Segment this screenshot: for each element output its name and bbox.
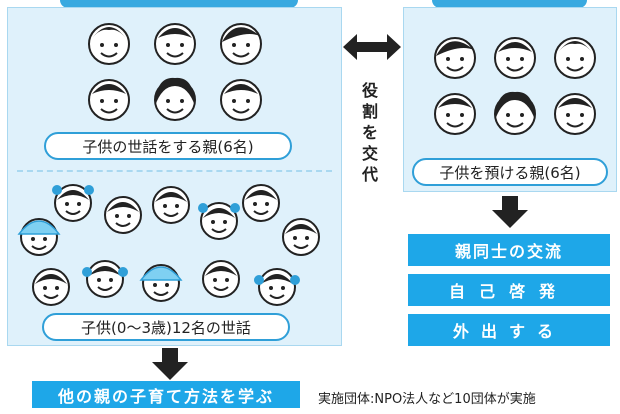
double-arrow-icon <box>343 34 401 64</box>
dashed-divider <box>17 170 332 172</box>
parent-face-icon <box>84 16 134 72</box>
implementing-organizations-note: 実施団体:NPO法人など10団体が実施 <box>318 392 536 407</box>
self-development-button: 自己啓発 <box>408 274 610 306</box>
child-face-icon <box>50 178 96 228</box>
child-face-icon <box>278 212 324 262</box>
child-face-icon <box>16 212 62 262</box>
parent-face-icon <box>150 72 200 128</box>
parent-face-icon <box>430 30 480 86</box>
child-face-icon <box>82 254 128 304</box>
parent-face-icon <box>216 72 266 128</box>
entrusting-parents-label: 子供を預ける親(6名) <box>412 158 608 186</box>
parent-face-icon <box>490 86 540 142</box>
parent-face-icon <box>490 30 540 86</box>
children-label: 子供(0〜3歳)12名の世話 <box>42 313 290 341</box>
child-face-icon <box>138 258 184 308</box>
left-panel-tab <box>60 0 298 8</box>
child-face-icon <box>28 262 74 312</box>
parent-face-icon <box>84 72 134 128</box>
parent-face-icon <box>150 16 200 72</box>
child-face-icon <box>198 254 244 304</box>
parent-face-icon <box>550 30 600 86</box>
parent-face-icon <box>430 86 480 142</box>
parent-exchange-button: 親同士の交流 <box>408 234 610 266</box>
child-face-icon <box>196 196 242 246</box>
parent-face-icon <box>216 16 266 72</box>
learn-parenting-button: 他の親の子育て方法を学ぶ <box>32 381 300 408</box>
go-out-button: 外出する <box>408 314 610 346</box>
caregiver-parents-label: 子供の世話をする親(6名) <box>44 132 292 160</box>
right-panel-tab <box>432 0 587 8</box>
down-arrow-icon <box>492 196 528 232</box>
parent-face-icon <box>550 86 600 142</box>
child-face-icon <box>254 262 300 312</box>
child-face-icon <box>238 178 284 228</box>
child-face-icon <box>100 190 146 240</box>
exchange-roles-label: 役割を交代 <box>361 81 378 184</box>
down-arrow-icon <box>152 348 188 384</box>
child-face-icon <box>148 180 194 230</box>
